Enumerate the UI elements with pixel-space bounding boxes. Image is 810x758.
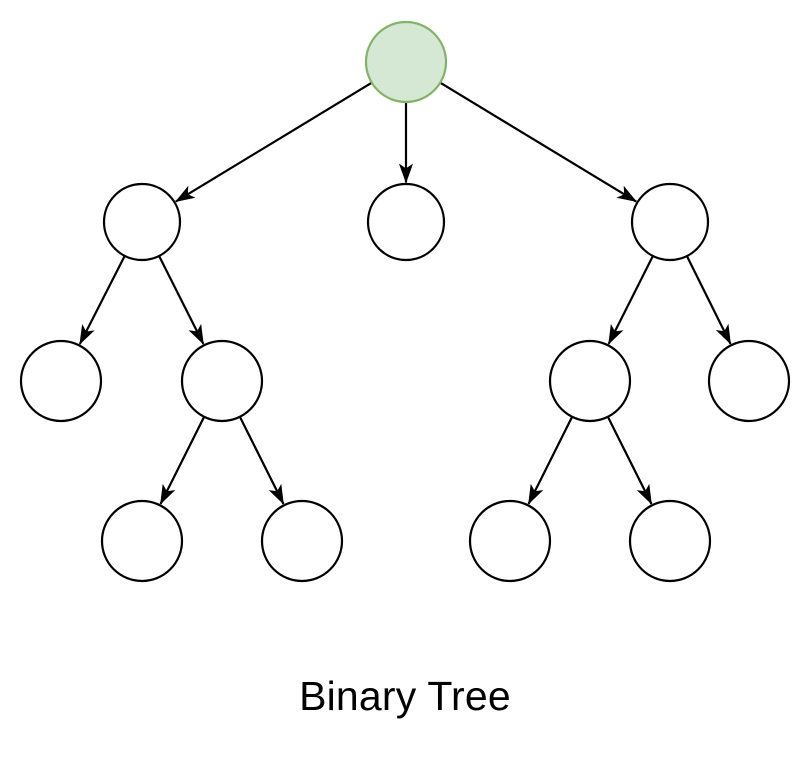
edge-root-to-level2-left	[175, 82, 372, 203]
level2-left-node[interactable]	[102, 182, 182, 262]
edge-layer	[78, 82, 732, 505]
edge-level2right-to-right-inner	[607, 255, 654, 345]
edge-rightinner-to-leaf4	[607, 416, 653, 505]
level4-leaf-4[interactable]	[628, 499, 712, 583]
edge-rightinner-to-leaf3	[527, 416, 573, 505]
edge-leftinner-to-leaf1	[159, 416, 205, 505]
level4-leaf-3[interactable]	[468, 499, 552, 583]
level3-right-inner-node[interactable]	[548, 339, 632, 423]
edge-root-to-level2-right	[440, 82, 637, 203]
level2-right-node[interactable]	[630, 182, 710, 262]
level3-left-inner-node[interactable]	[180, 339, 264, 423]
level3-left-outer-node[interactable]	[19, 339, 103, 423]
level2-middle-node[interactable]	[366, 182, 446, 262]
root-node[interactable]	[364, 20, 448, 104]
level4-leaf-2[interactable]	[260, 499, 344, 583]
level3-right-outer-node[interactable]	[707, 339, 791, 423]
edge-level2left-to-left-outer	[78, 255, 126, 345]
edge-level2left-to-left-inner	[158, 255, 205, 345]
node-layer	[19, 20, 791, 583]
diagram-caption: Binary Tree	[299, 673, 511, 719]
level4-leaf-1[interactable]	[100, 499, 184, 583]
edge-level2right-to-right-outer	[686, 255, 732, 345]
edge-leftinner-to-leaf2	[239, 416, 285, 505]
